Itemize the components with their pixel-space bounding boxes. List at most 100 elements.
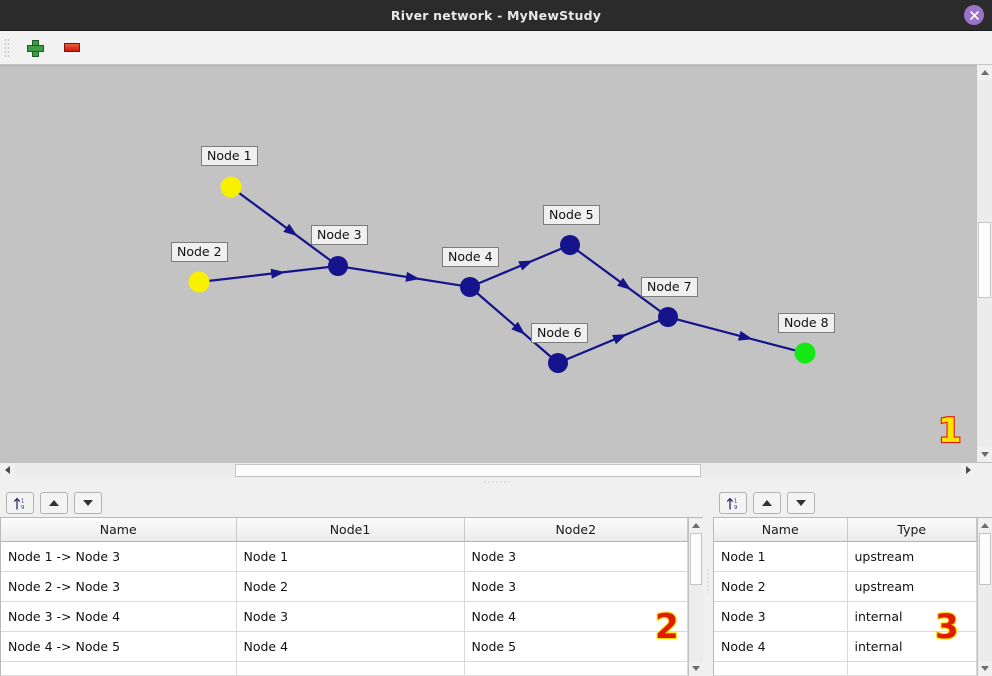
node-label[interactable]: Node 7 xyxy=(641,277,698,298)
table-cell[interactable]: Node 1 xyxy=(236,541,465,572)
nodes-scroll-up-button[interactable] xyxy=(978,517,992,533)
node-label[interactable]: Node 3 xyxy=(311,225,368,246)
table-cell[interactable]: Node 4 xyxy=(236,631,465,662)
table-cell[interactable]: Node 2 xyxy=(714,571,848,602)
nodes-move-down-button[interactable] xyxy=(787,492,815,514)
arrow-down-icon xyxy=(796,500,806,506)
graph-edge[interactable] xyxy=(207,265,330,283)
links-scroll-down-button[interactable] xyxy=(689,661,703,676)
delete-node-button[interactable] xyxy=(58,35,86,61)
nodes-vertical-scrollbar[interactable] xyxy=(977,517,992,676)
node-label[interactable]: Node 2 xyxy=(171,242,228,263)
table-cell[interactable]: Node 4 -> Node 5 xyxy=(1,631,237,662)
table-cell[interactable]: upstream xyxy=(847,541,977,572)
table-cell[interactable]: Node 3 -> Node 4 xyxy=(1,601,237,632)
close-button[interactable] xyxy=(964,5,984,25)
table-cell[interactable]: upstream xyxy=(847,571,977,602)
graph-node[interactable] xyxy=(794,342,816,364)
links-scroll-track[interactable] xyxy=(689,532,703,661)
table-cell[interactable]: Node 3 xyxy=(464,571,688,602)
network-canvas[interactable]: Node 1 Node 2 Node 3 Node 4 Node 5 Node 6 Node… xyxy=(0,65,976,462)
table-cell[interactable]: Node 1 -> Node 3 xyxy=(1,541,237,572)
scroll-right-button[interactable] xyxy=(961,462,976,478)
node-label[interactable]: Node 5 xyxy=(543,205,600,226)
node-label[interactable]: Node 6 xyxy=(531,323,588,344)
links-scroll-up-button[interactable] xyxy=(689,517,703,533)
vertical-scroll-track[interactable] xyxy=(977,80,992,447)
toolbar-grip[interactable] xyxy=(4,37,10,58)
nodes-column-header[interactable]: Name xyxy=(714,517,848,542)
table-cell[interactable]: Node 2 xyxy=(236,571,465,602)
nodes-column-header[interactable]: Type xyxy=(847,517,977,542)
nodes-move-up-button[interactable] xyxy=(753,492,781,514)
table-cell[interactable]: Node 4 xyxy=(714,631,848,662)
graph-node[interactable] xyxy=(188,271,210,293)
node-label[interactable]: Node 4 xyxy=(442,247,499,268)
table-cell[interactable]: Node 3 xyxy=(714,601,848,632)
table-cell[interactable]: internal xyxy=(847,631,977,662)
nodes-sort-button[interactable]: 1 9 xyxy=(719,492,747,514)
horizontal-splitter[interactable] xyxy=(0,477,992,487)
table-cell[interactable]: Node 5 xyxy=(464,631,688,662)
links-sort-button[interactable]: 1 9 xyxy=(6,492,34,514)
node-label[interactable]: Node 1 xyxy=(201,146,258,167)
table-cell[interactable]: Node 2 -> Node 3 xyxy=(1,571,237,602)
graph-node[interactable] xyxy=(560,235,580,255)
nodes-scroll-thumb[interactable] xyxy=(979,532,991,585)
graph-edge[interactable] xyxy=(237,191,332,262)
table-cell[interactable]: Node 3 xyxy=(464,541,688,572)
links-move-up-button[interactable] xyxy=(40,492,68,514)
table-cell[interactable] xyxy=(714,661,848,676)
graph-node[interactable] xyxy=(460,277,480,297)
vertical-scroll-thumb[interactable] xyxy=(978,222,991,298)
table-cell[interactable]: Node 1 xyxy=(714,541,848,572)
canvas-horizontal-scrollbar[interactable] xyxy=(0,461,992,478)
table-cell[interactable] xyxy=(1,661,237,676)
table-cell[interactable] xyxy=(464,661,688,676)
graph-edge[interactable] xyxy=(565,319,661,361)
nodes-scroll-down-button[interactable] xyxy=(978,661,992,676)
links-column-header[interactable]: Name xyxy=(1,517,237,542)
links-move-down-button[interactable] xyxy=(74,492,102,514)
graph-edge[interactable] xyxy=(576,249,662,313)
table-row-empty[interactable] xyxy=(1,661,688,676)
table-cell[interactable]: internal xyxy=(847,601,977,632)
graph-edge[interactable] xyxy=(676,318,797,352)
horizontal-scroll-thumb[interactable] xyxy=(235,463,701,477)
add-node-button[interactable] xyxy=(20,35,48,61)
links-vertical-scrollbar[interactable] xyxy=(688,517,703,676)
links-scroll-thumb[interactable] xyxy=(690,532,702,585)
graph-edge[interactable] xyxy=(346,266,462,287)
vertical-splitter[interactable] xyxy=(703,486,713,676)
graph-node[interactable] xyxy=(220,176,242,198)
table-row-empty[interactable] xyxy=(714,661,977,676)
graph-edge[interactable] xyxy=(477,247,563,285)
links-column-header[interactable]: Node2 xyxy=(464,517,688,542)
scroll-up-button[interactable] xyxy=(977,65,992,80)
graph-edge[interactable] xyxy=(476,292,552,358)
scroll-down-button[interactable] xyxy=(977,446,992,462)
table-cell[interactable]: Node 3 xyxy=(236,601,465,632)
horizontal-scroll-track[interactable] xyxy=(15,462,961,478)
node-label[interactable]: Node 8 xyxy=(778,313,835,334)
graph-node[interactable] xyxy=(658,307,678,327)
table-cell[interactable]: Node 4 xyxy=(464,601,688,632)
scroll-left-button[interactable] xyxy=(0,462,15,478)
links-column-header[interactable]: Node1 xyxy=(236,517,465,542)
canvas-vertical-scrollbar[interactable] xyxy=(976,65,992,462)
table-cell[interactable] xyxy=(847,661,977,676)
table-cell[interactable] xyxy=(236,661,465,676)
graph-node[interactable] xyxy=(548,353,568,373)
nodes-scroll-track[interactable] xyxy=(978,532,992,661)
graph-node[interactable] xyxy=(328,256,348,276)
